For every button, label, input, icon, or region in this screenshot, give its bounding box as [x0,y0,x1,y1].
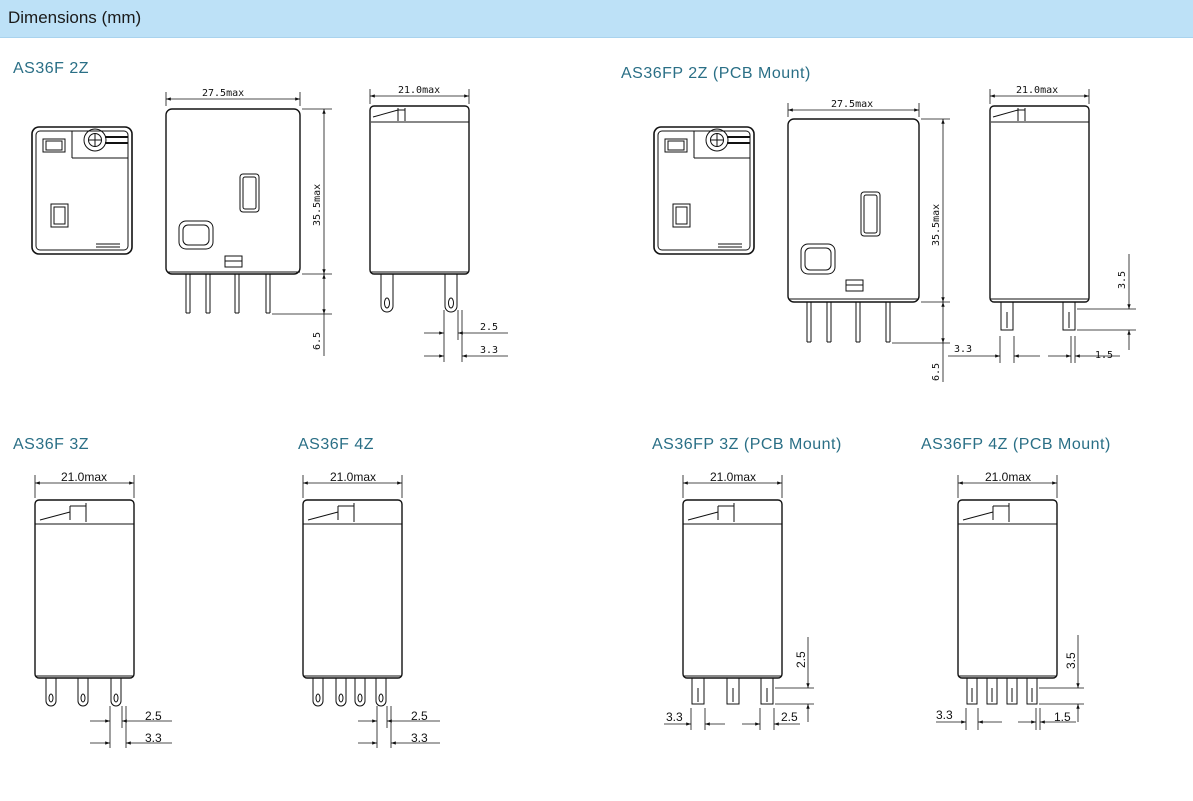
as36f-3z-pin-width-label: 2.5 [145,709,162,723]
as36f-2z-side-view [369,89,508,362]
as36fp-2z-pin-offset-label: 3.3 [954,344,972,355]
as36fp-2z-pin-width-label: 1.5 [1095,350,1113,361]
as36fp-2z-front-view [787,103,950,382]
as36f-2z-drawing [31,89,508,362]
as36fp-2z-pin-length-label: 6.5 [931,363,942,381]
as36fp-3z-drawing [664,475,814,730]
as36fp-2z-front-width-label: 27.5max [831,99,873,110]
as36f-2z-pin-width-label: 2.5 [480,322,498,333]
as36fp-4z-pin-offset-label: 3.3 [936,708,953,722]
as36fp-3z-pin-width-label: 2.5 [781,710,798,724]
as36fp-2z-drawing [653,89,1136,382]
as36f-2z-top-view [31,126,133,255]
as36f-4z-width-label: 21.0max [330,470,376,484]
as36fp-3z-pin-offset-label: 3.3 [666,710,683,724]
title-as36f-4z: AS36F 4Z [298,436,375,453]
as36fp-2z-side-view [948,89,1136,363]
title-as36f-3z: AS36F 3Z [13,436,90,453]
title-as36fp-2z: AS36FP 2Z (PCB Mount) [621,65,811,82]
as36f-2z-pin-length-label: 6.5 [312,332,323,350]
as36f-2z-side-width-label: 21.0max [398,85,440,96]
as36fp-2z-pin-tip-label: 3.5 [1117,271,1128,289]
as36fp-2z-height-label: 35.5max [931,204,942,246]
as36fp-4z-pin-tip-label: 3.5 [1064,652,1078,669]
as36f-4z-pin-width-label: 2.5 [411,709,428,723]
as36fp-4z-width-label: 21.0max [985,470,1031,484]
as36fp-2z-top-view [653,126,755,255]
as36f-2z-front-view [165,92,332,356]
as36f-4z-pin-offset-label: 3.3 [411,731,428,745]
as36fp-3z-width-label: 21.0max [710,470,756,484]
as36f-3z-drawing [34,475,172,748]
as36fp-3z-pin-tip-label: 2.5 [794,651,808,668]
as36fp-4z-drawing [936,475,1084,730]
as36f-4z-drawing [302,475,440,748]
as36f-3z-pin-offset-label: 3.3 [145,731,162,745]
title-as36fp-4z: AS36FP 4Z (PCB Mount) [921,436,1111,453]
header-bar: Dimensions (mm) [0,0,1193,38]
as36fp-4z-pin-width-label: 1.5 [1054,710,1071,724]
as36fp-2z-side-width-label: 21.0max [1016,85,1058,96]
page-title: Dimensions (mm) [8,8,142,27]
as36f-2z-pin-offset-label: 3.3 [480,345,498,356]
as36f-3z-width-label: 21.0max [61,470,107,484]
title-as36fp-3z: AS36FP 3Z (PCB Mount) [652,436,842,453]
as36f-2z-height-label: 35.5max [312,184,323,226]
title-as36f-2z: AS36F 2Z [13,60,90,77]
as36f-2z-front-width-label: 27.5max [202,88,244,99]
